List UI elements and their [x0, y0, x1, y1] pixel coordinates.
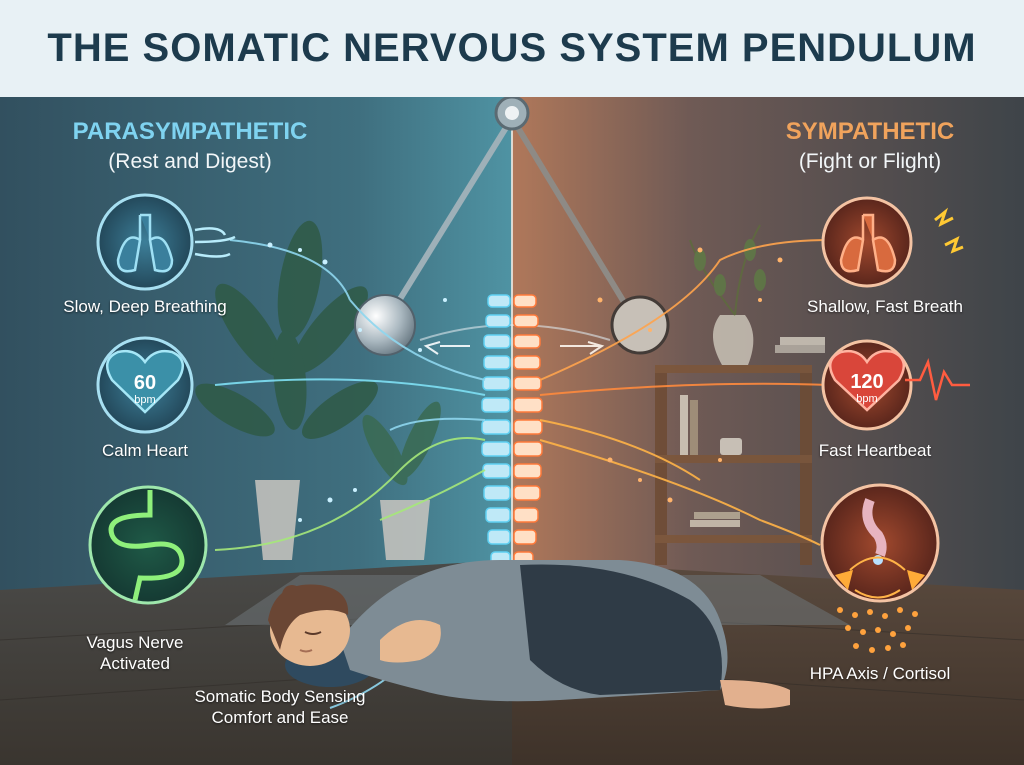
label-vagus-nerve: Vagus Nerve Activated: [86, 633, 184, 673]
label-slow-breathing: Slow, Deep Breathing: [63, 297, 227, 316]
heart-rate-unit-calm: bpm: [134, 394, 156, 406]
page-title: THE SOMATIC NERVOUS SYSTEM PENDULUM: [47, 26, 977, 70]
label-shallow-breath: Shallow, Fast Breath: [807, 297, 963, 316]
heart-rate-value-fast: 120: [850, 371, 884, 393]
sleeping-person: [268, 560, 790, 709]
lungs-icon: [839, 213, 897, 273]
heart-rate-value-calm: 60: [133, 372, 157, 394]
label-calm-heart: Calm Heart: [102, 441, 188, 460]
heart-rate-unit-fast: bpm: [856, 393, 878, 405]
heart-icon: [828, 349, 906, 412]
lungs-icon: [96, 193, 194, 291]
label-fast-heartbeat: Fast Heartbeat: [818, 441, 932, 460]
parasympathetic-subtitle: (Rest and Digest): [108, 150, 272, 173]
lightning-icon: [934, 207, 964, 254]
label-somatic-body: Somatic Body Sensing Comfort and Ease: [194, 687, 366, 727]
parasympathetic-heading: PARASYMPATHETIC (Rest and Digest): [40, 118, 340, 174]
adrenal-icon: [862, 498, 887, 557]
sympathetic-icons: [820, 196, 970, 653]
sympathetic-subtitle: (Fight or Flight): [798, 150, 942, 173]
title-bar: THE SOMATIC NERVOUS SYSTEM PENDULUM: [0, 0, 1024, 97]
pendulum: [354, 95, 670, 600]
label-hpa-axis: HPA Axis / Cortisol: [809, 664, 951, 683]
ekg-icon: [905, 357, 970, 401]
heart-icon: [105, 349, 185, 414]
parasympathetic-icons: [88, 193, 236, 605]
parasympathetic-title: PARASYMPATHETIC: [72, 118, 308, 145]
sympathetic-title: SYMPATHETIC: [785, 118, 955, 145]
sympathetic-heading: SYMPATHETIC (Fight or Flight): [740, 118, 1000, 174]
intestine-icon: [108, 490, 185, 601]
